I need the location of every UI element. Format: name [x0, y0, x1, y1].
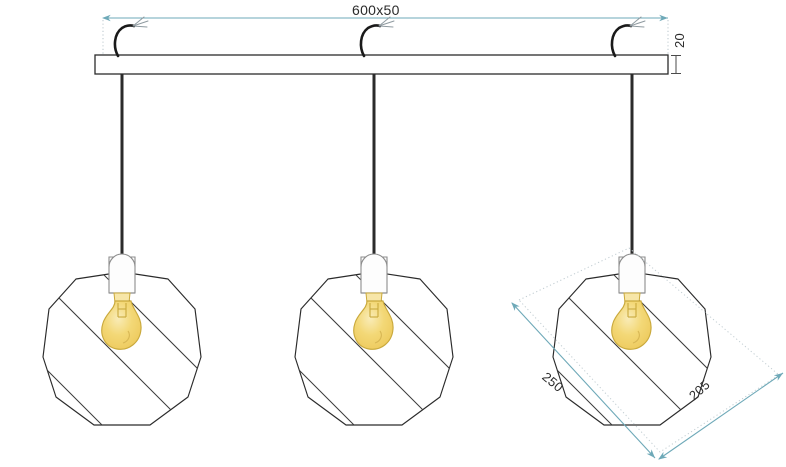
frayed-wire-lead-1	[113, 15, 150, 58]
frayed-wire-lead-3	[610, 15, 647, 58]
pendant-lamp-1	[0, 205, 336, 467]
pendant-lamp-3	[492, 205, 786, 467]
dimension-label-20: 20	[672, 32, 687, 48]
pendant-lamp-2	[234, 205, 588, 467]
dimension-shade-205	[658, 372, 784, 460]
dimension-label-600x50: 600x50	[352, 2, 400, 18]
frayed-wire-lead-2	[359, 15, 396, 58]
dimension-bar-height	[671, 55, 681, 74]
dimension-bar-length	[101, 14, 669, 60]
dimension-shade-250	[511, 302, 656, 459]
mounting-bar	[94, 54, 669, 75]
